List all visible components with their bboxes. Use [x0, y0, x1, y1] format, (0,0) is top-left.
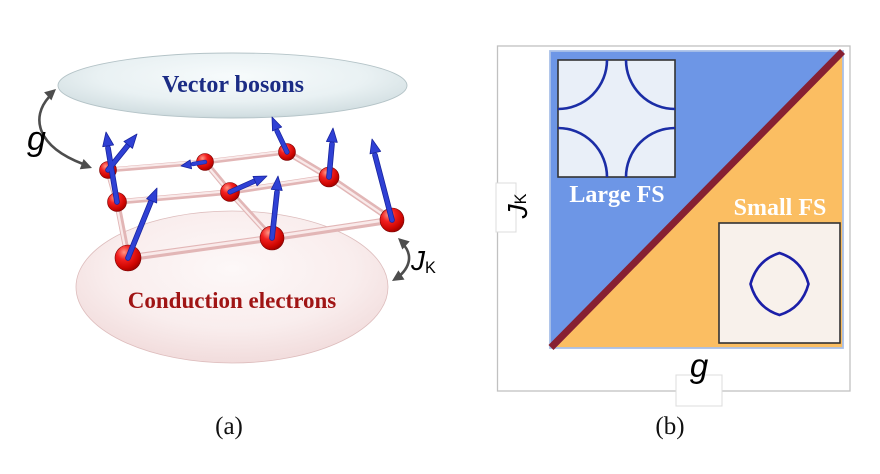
- phase-diagram-border: [549, 50, 844, 349]
- yaxis-label-box: [495, 182, 517, 233]
- jk-axis-sub-b: K: [511, 193, 530, 205]
- g-coupling-arrow: [38, 89, 92, 170]
- jk-label-sub-a: K: [425, 258, 436, 277]
- panel-b: [495, 45, 851, 407]
- phase-boundary-line: [548, 49, 845, 350]
- g-coupling-label-a: g: [27, 120, 46, 158]
- caption-b: (b): [655, 413, 685, 440]
- vector-bosons-ellipse: [57, 52, 408, 119]
- large-fs-inset: [557, 59, 676, 178]
- large-fs-label: Large FS: [569, 182, 665, 208]
- jk-label-main-a: J: [411, 245, 425, 276]
- g-axis-label-b: g: [689, 347, 709, 384]
- spin-arrows: [102, 116, 395, 261]
- jk-axis-main-b: J: [502, 204, 533, 219]
- conduction-electrons-ellipse: [75, 210, 389, 364]
- small-fermi-surface: [749, 251, 810, 317]
- jk-coupling-label-a: JK: [411, 245, 436, 277]
- small-fs-label: Small FS: [733, 195, 827, 221]
- jk-coupling-arrow: [392, 238, 411, 281]
- xaxis-label-box: [675, 374, 723, 407]
- panel-a: [38, 52, 411, 364]
- conduction-electrons-label: Conduction electrons: [127, 288, 337, 313]
- vector-bosons-label: Vector bosons: [161, 72, 305, 98]
- small-fs-inset: [718, 222, 841, 344]
- caption-a: (a): [215, 413, 243, 440]
